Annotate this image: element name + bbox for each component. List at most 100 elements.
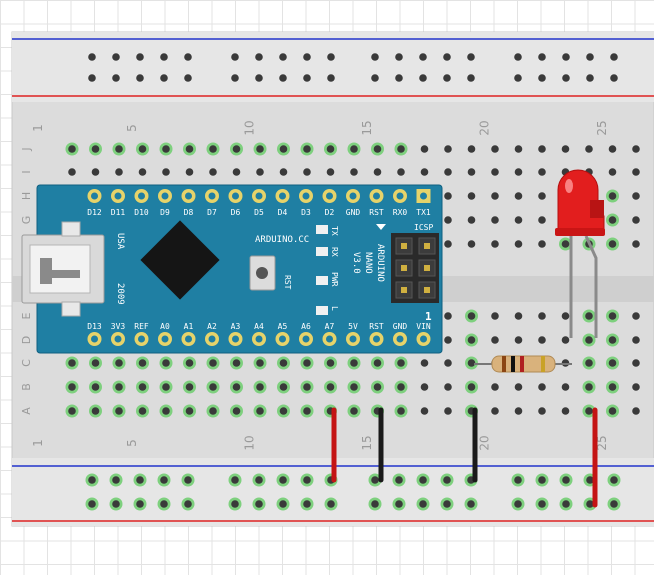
- breadboard-hole[interactable]: [582, 404, 596, 418]
- breadboard-hole[interactable]: [444, 168, 452, 176]
- breadboard-hole[interactable]: [253, 380, 267, 394]
- breadboard-hole[interactable]: [324, 356, 337, 370]
- breadboard-hole[interactable]: [277, 404, 290, 418]
- resistor[interactable]: [474, 355, 572, 373]
- breadboard-hole[interactable]: [606, 380, 619, 394]
- breadboard-hole[interactable]: [371, 142, 384, 156]
- power-rail-hole[interactable]: [88, 53, 96, 61]
- power-rail-hole[interactable]: [440, 473, 454, 487]
- breadboard-hole[interactable]: [89, 404, 102, 418]
- arduino-pin-bottom[interactable]: [181, 332, 196, 346]
- breadboard-hole[interactable]: [253, 404, 267, 418]
- breadboard-hole[interactable]: [65, 380, 79, 394]
- power-rail-hole[interactable]: [535, 497, 549, 511]
- breadboard-hole[interactable]: [159, 404, 173, 418]
- power-rail-hole[interactable]: [440, 497, 454, 511]
- breadboard-hole[interactable]: [561, 383, 570, 391]
- breadboard-hole[interactable]: [347, 356, 361, 370]
- breadboard-hole[interactable]: [538, 407, 546, 415]
- power-rail-hole[interactable]: [231, 53, 239, 61]
- breadboard-hole[interactable]: [394, 380, 408, 394]
- breadboard-hole[interactable]: [347, 380, 361, 394]
- breadboard-hole[interactable]: [300, 142, 314, 156]
- breadboard-hole[interactable]: [206, 380, 220, 394]
- power-rail-hole[interactable]: [133, 473, 147, 487]
- arduino-pin-bottom[interactable]: [275, 332, 290, 346]
- breadboard-hole[interactable]: [159, 142, 173, 156]
- power-rail-hole[interactable]: [160, 74, 168, 82]
- power-rail-hole[interactable]: [610, 74, 618, 82]
- power-rail-hole[interactable]: [371, 74, 379, 82]
- breadboard-hole[interactable]: [632, 216, 640, 224]
- power-rail-hole[interactable]: [514, 53, 522, 61]
- power-rail-hole[interactable]: [255, 74, 263, 82]
- power-rail-hole[interactable]: [109, 473, 123, 487]
- breadboard-hole[interactable]: [256, 168, 264, 176]
- breadboard-hole[interactable]: [326, 168, 335, 176]
- breadboard-hole[interactable]: [514, 145, 523, 153]
- breadboard-hole[interactable]: [467, 168, 476, 176]
- breadboard-hole[interactable]: [606, 356, 619, 370]
- breadboard-hole[interactable]: [444, 240, 452, 248]
- arduino-pin-bottom[interactable]: [87, 332, 102, 346]
- arduino-pin-top[interactable]: [275, 189, 290, 203]
- breadboard-hole[interactable]: [420, 383, 429, 391]
- breadboard-hole[interactable]: [300, 380, 314, 394]
- breadboard-hole[interactable]: [420, 359, 429, 367]
- breadboard-hole[interactable]: [632, 192, 640, 200]
- breadboard-hole[interactable]: [89, 356, 102, 370]
- power-rail-hole[interactable]: [133, 497, 147, 511]
- breadboard-hole[interactable]: [350, 168, 358, 176]
- breadboard-hole[interactable]: [538, 240, 546, 248]
- breadboard-hole[interactable]: [230, 142, 243, 156]
- breadboard-hole[interactable]: [491, 192, 499, 200]
- power-rail-hole[interactable]: [85, 473, 99, 487]
- power-rail-hole[interactable]: [395, 74, 403, 82]
- power-rail-hole[interactable]: [279, 53, 287, 61]
- breadboard-hole[interactable]: [89, 380, 102, 394]
- breadboard-hole[interactable]: [491, 240, 499, 248]
- breadboard-hole[interactable]: [444, 359, 452, 367]
- breadboard-hole[interactable]: [606, 309, 619, 323]
- breadboard-hole[interactable]: [632, 336, 640, 344]
- breadboard-hole[interactable]: [606, 333, 619, 347]
- breadboard-hole[interactable]: [561, 336, 570, 344]
- arduino-pin-top[interactable]: [346, 189, 360, 203]
- power-rail-hole[interactable]: [514, 74, 522, 82]
- power-rail-hole[interactable]: [443, 74, 451, 82]
- power-rail-hole[interactable]: [327, 74, 335, 82]
- red-led[interactable]: [555, 169, 605, 338]
- power-rail-hole[interactable]: [85, 497, 99, 511]
- arduino-pin-top[interactable]: [393, 189, 407, 203]
- breadboard-hole[interactable]: [394, 142, 408, 156]
- breadboard-hole[interactable]: [514, 383, 523, 391]
- power-rail-hole[interactable]: [303, 53, 311, 61]
- breadboard-hole[interactable]: [65, 142, 79, 156]
- breadboard-hole[interactable]: [112, 142, 126, 156]
- breadboard-hole[interactable]: [347, 142, 361, 156]
- power-rail-hole[interactable]: [231, 74, 239, 82]
- breadboard-hole[interactable]: [420, 145, 429, 153]
- power-rail-hole[interactable]: [255, 53, 263, 61]
- breadboard-hole[interactable]: [632, 383, 640, 391]
- breadboard-hole[interactable]: [91, 168, 100, 176]
- power-rail-hole[interactable]: [252, 473, 266, 487]
- breadboard-hole[interactable]: [206, 356, 220, 370]
- breadboard-hole[interactable]: [232, 168, 241, 176]
- power-rail-hole[interactable]: [586, 53, 594, 61]
- power-rail-hole[interactable]: [157, 497, 171, 511]
- breadboard-hole[interactable]: [65, 356, 79, 370]
- power-rail-hole[interactable]: [327, 53, 335, 61]
- breadboard-hole[interactable]: [514, 168, 523, 176]
- breadboard-hole[interactable]: [538, 336, 546, 344]
- power-rail-hole[interactable]: [300, 497, 314, 511]
- breadboard-hole[interactable]: [632, 240, 640, 248]
- breadboard-hole[interactable]: [491, 407, 499, 415]
- breadboard-hole[interactable]: [300, 404, 314, 418]
- power-rail-hole[interactable]: [371, 53, 379, 61]
- breadboard-hole[interactable]: [467, 216, 476, 224]
- power-rail-hole[interactable]: [511, 473, 525, 487]
- arduino-pin-bottom[interactable]: [346, 332, 360, 346]
- power-rail-hole[interactable]: [538, 53, 546, 61]
- breadboard-hole[interactable]: [561, 145, 570, 153]
